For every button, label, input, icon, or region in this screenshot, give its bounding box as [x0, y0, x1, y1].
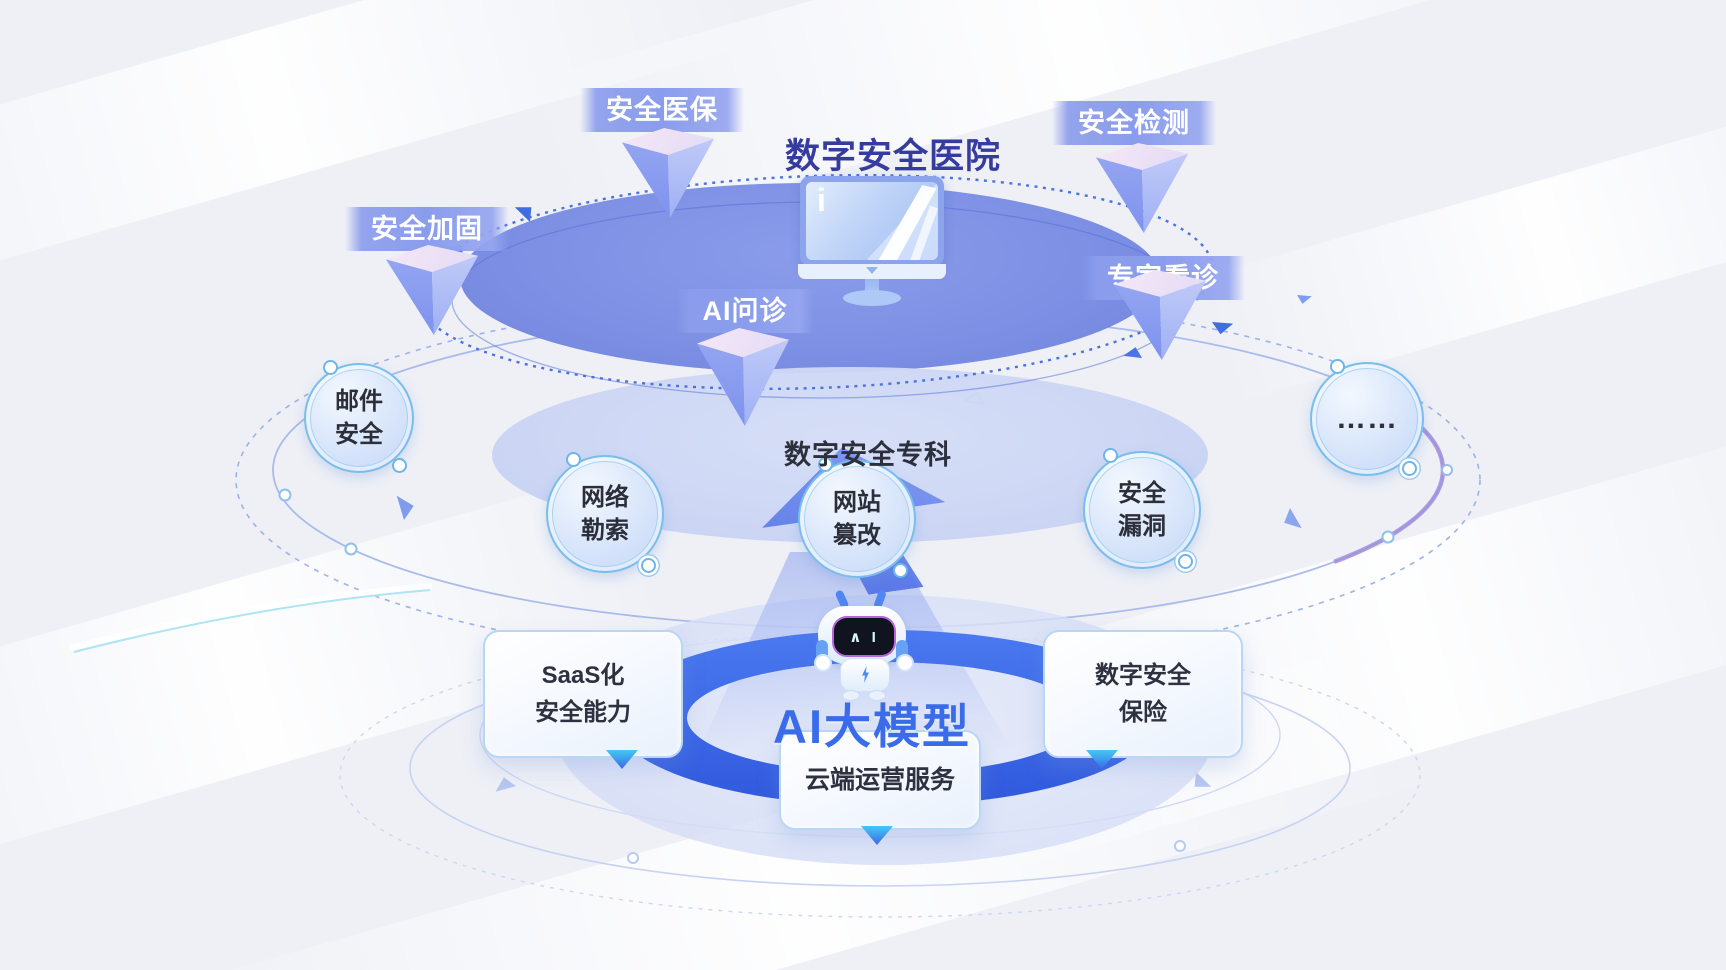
card-label: 数字安全 保险 — [1095, 661, 1191, 726]
robot-arm — [896, 654, 914, 672]
badge-label: 邮件 安全 — [335, 387, 383, 448]
card-label: SaaS化 安全能力 — [535, 661, 631, 726]
lightning-icon — [862, 666, 869, 683]
ai-robot-icon: ∧ I — [812, 588, 916, 701]
node-dot — [1178, 554, 1194, 569]
badge-email-security: 邮件 安全 — [304, 360, 414, 473]
background-streak — [1195, 86, 1726, 404]
badge-label: …… — [1336, 402, 1398, 435]
monitor-base — [843, 290, 901, 306]
pyramid-pointer-icon — [695, 328, 791, 426]
page-title: 数字安全医院 — [784, 137, 1002, 176]
badge-more: …… — [1310, 359, 1424, 476]
robot-head: ∧ I — [816, 606, 908, 664]
monitor-screen: i — [800, 176, 944, 266]
robot-body — [840, 658, 890, 692]
node-dot — [641, 558, 657, 573]
card-digital-insurance: 数字安全 保险 — [1043, 630, 1243, 758]
specialty-title: 数字安全专科 — [784, 440, 952, 470]
badge-network-ransom: 网络 勒索 — [546, 452, 664, 573]
label-security-detection: 安全检测 — [1052, 101, 1216, 145]
label-security-insurance: 安全医保 — [580, 88, 744, 132]
badge-label: 网络 勒索 — [581, 483, 629, 544]
node-dot — [566, 452, 582, 467]
pyramid-pointer-icon — [1094, 143, 1190, 233]
node-dot — [322, 360, 338, 375]
monitor-icon: i — [798, 176, 946, 306]
badge-label: 网站 篡改 — [833, 488, 881, 549]
badge-label: 安全 漏洞 — [1118, 479, 1166, 540]
pyramid-pointer-icon — [384, 245, 480, 335]
badge-security-vulnerability: 安全 漏洞 — [1083, 448, 1201, 569]
badge-website-tamper: 网站 篡改 — [798, 457, 916, 578]
monitor-chin — [798, 264, 946, 279]
label-ai-consultation: AI问诊 — [676, 289, 814, 333]
monitor-display: i — [806, 182, 938, 260]
node-dot — [391, 458, 407, 473]
card-label: 云端运营服务 — [804, 765, 955, 794]
node-dot — [1329, 359, 1345, 374]
node-dot — [1401, 461, 1417, 476]
pyramid-pointer-icon — [620, 128, 716, 218]
robot-face-screen: ∧ I — [832, 616, 896, 657]
info-glyph: i — [817, 182, 826, 218]
pyramid-pointer-icon — [1112, 270, 1208, 360]
node-dot — [1103, 448, 1119, 463]
card-saas-capability: SaaS化 安全能力 — [483, 630, 683, 758]
ai-model-title: AI大模型 — [773, 700, 971, 753]
robot-arm — [814, 654, 832, 672]
